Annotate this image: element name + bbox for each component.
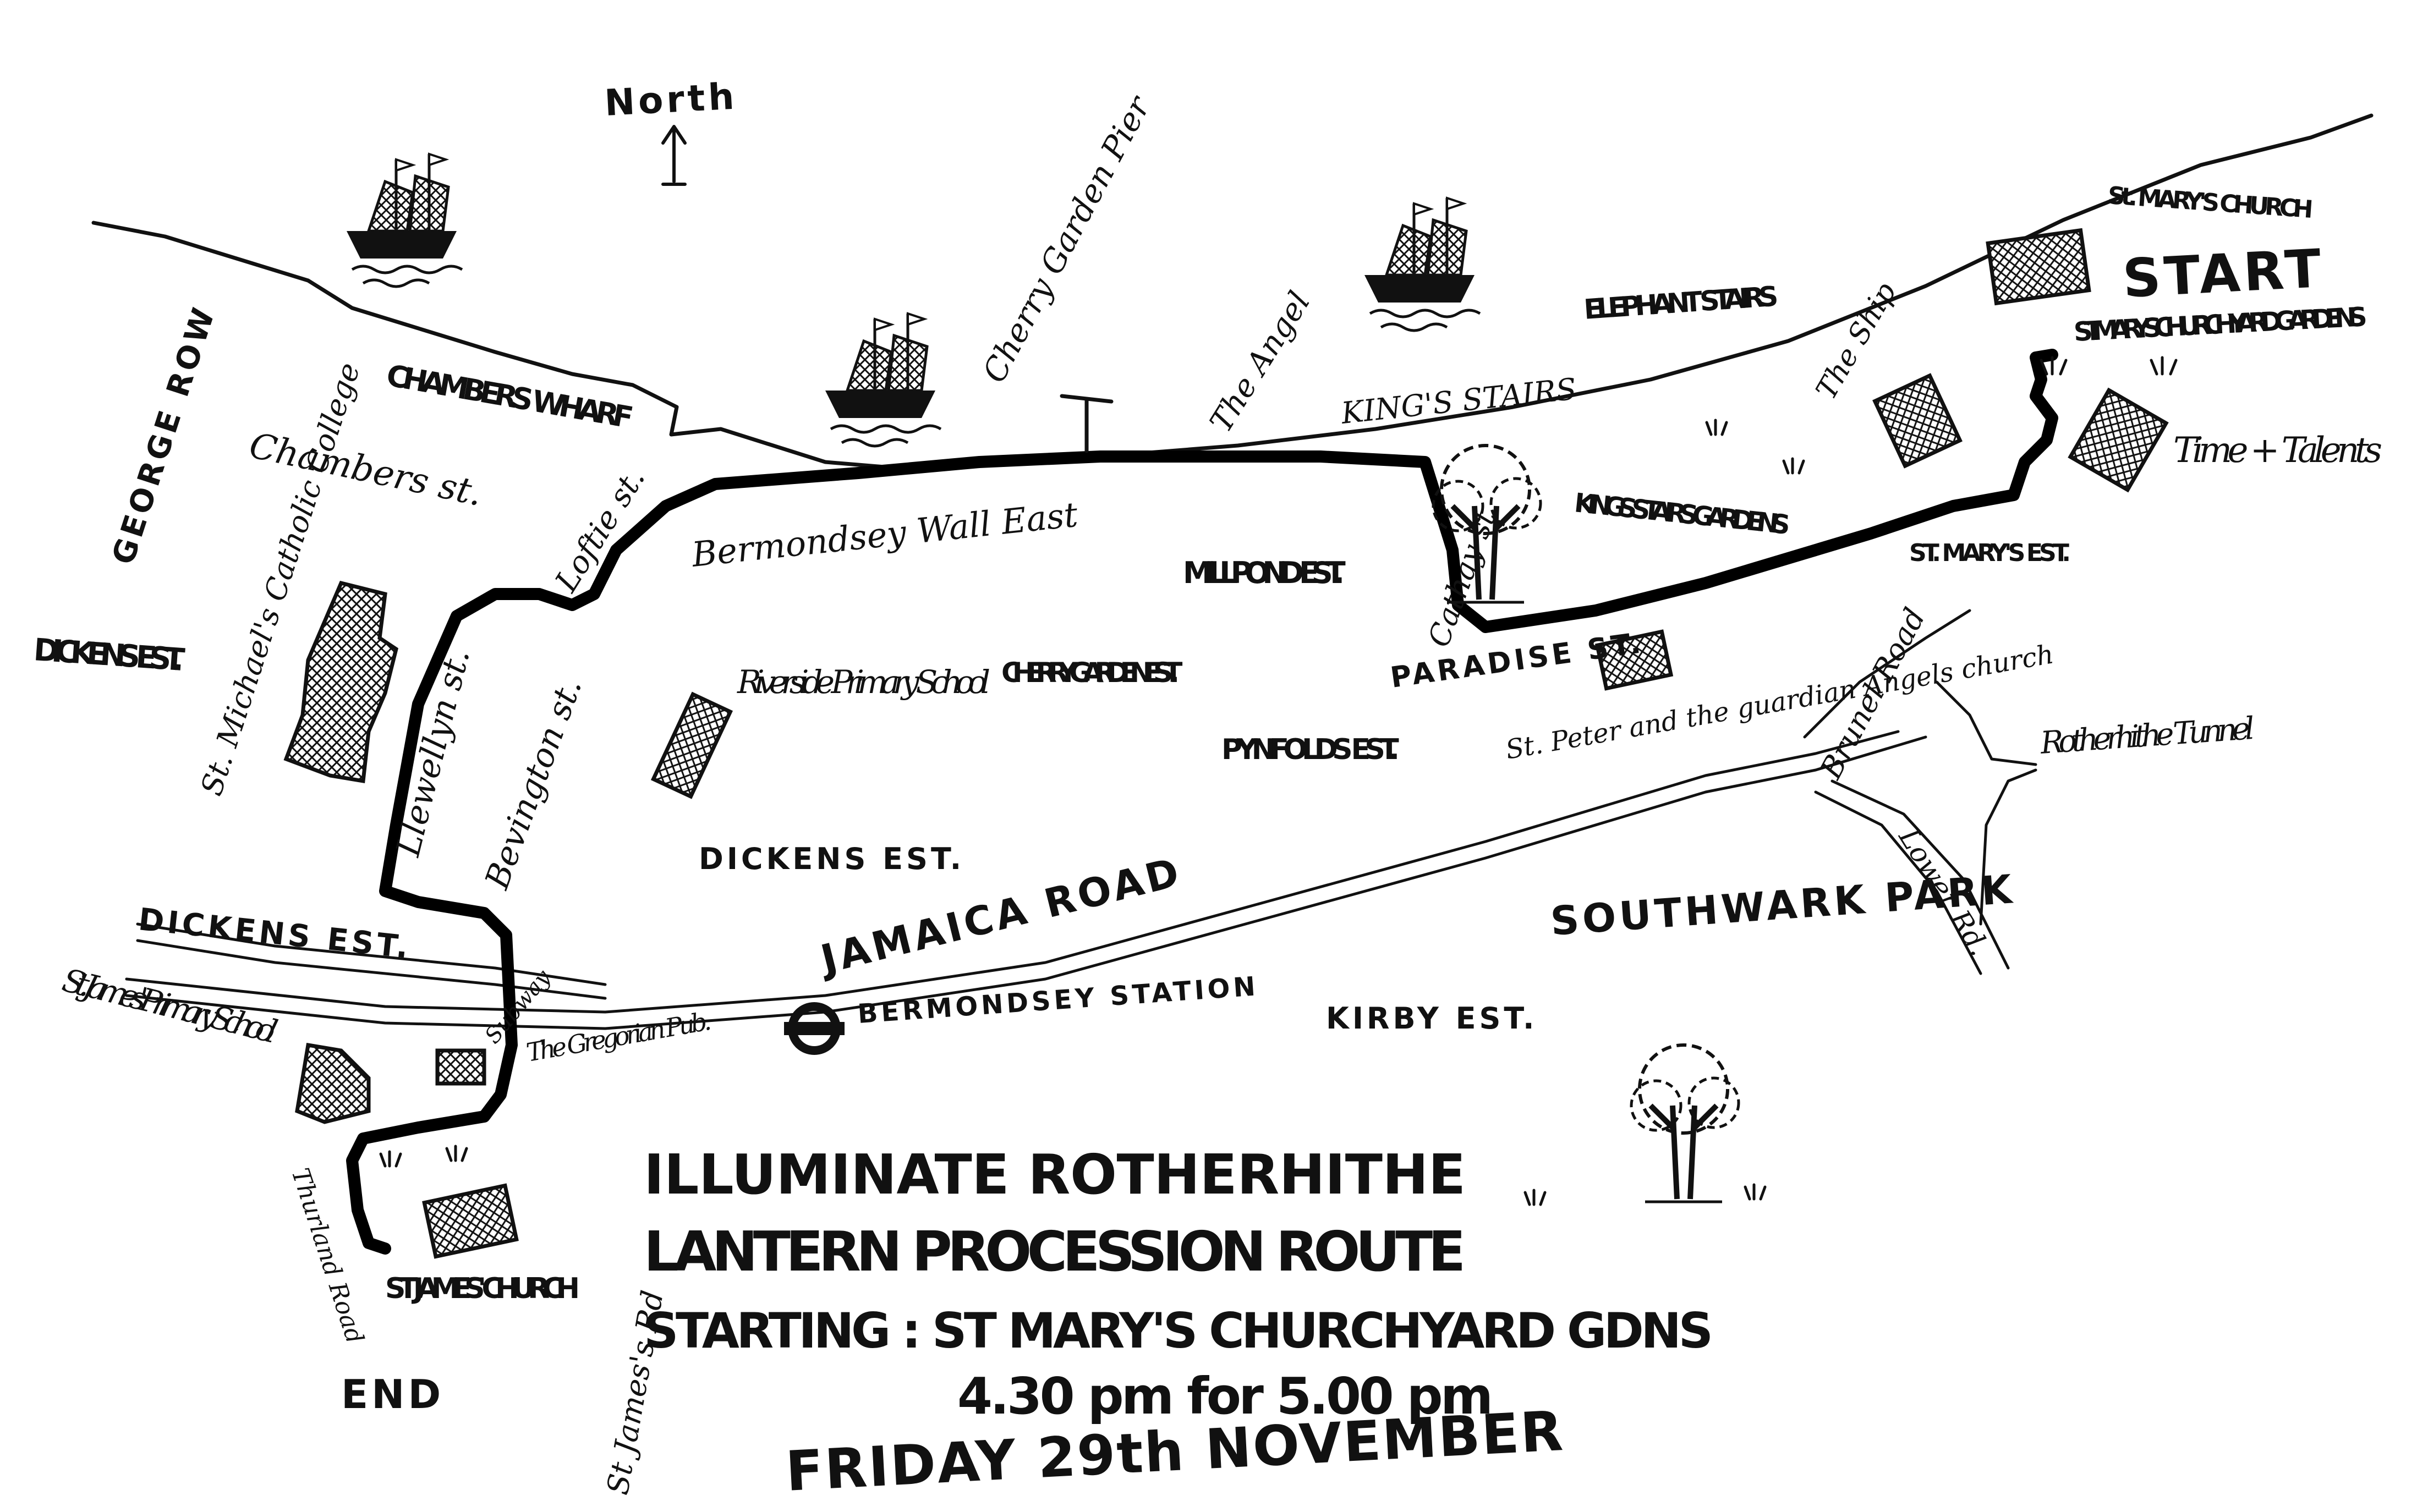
event-time: 4.30 pm for 5.00 pm — [957, 1367, 1497, 1426]
st-james-primary-label: St. James' Primary School — [59, 961, 282, 1051]
riverside-primary-building — [650, 691, 733, 799]
time-talents-label: Time + Talents — [2173, 430, 2382, 471]
compass-label: North — [604, 75, 738, 124]
route-start-label: START — [2121, 238, 2326, 310]
dickens-est-centre-label: DICKENS EST. — [699, 842, 964, 876]
bevington-st-label: Bevington st. — [478, 673, 590, 894]
st-peter-church-building — [1594, 629, 1674, 691]
lower-road-line-2 — [1830, 779, 2010, 970]
route-end-label: END — [341, 1371, 444, 1417]
st-marys-churchyard-label: ST. MARY'S CHURCHYARD GARDENS — [2073, 301, 2371, 348]
pier-icon — [1060, 394, 1114, 453]
george-row-label: GEORGE ROW — [105, 301, 223, 569]
procession-route — [346, 349, 2058, 1255]
tree-icon-2 — [1631, 1045, 1739, 1202]
cherry-garden-est-label: CHERRY GARDEN EST. — [1001, 657, 1183, 689]
ship-icon-1 — [347, 154, 462, 287]
bermondsey-wall-east-label: Bermondsey Wall East — [689, 494, 1079, 575]
dickens-est-west-label: DICKENS EST. — [32, 632, 189, 678]
southwark-park-label: SOUTHWARK PARK — [1549, 866, 2016, 944]
lower-road-line — [1814, 790, 1982, 975]
llewellyn-st-label: Llewellyn st. — [388, 645, 477, 861]
st-marys-church-label: St. MARY'S CHURCH — [2107, 182, 2317, 224]
st-marys-est-label: ST. MARY'S EST. — [1909, 539, 2074, 567]
dickens-est-road-line-2 — [136, 939, 607, 1000]
ship-icon-2 — [825, 314, 941, 446]
kirby-est-label: KIRBY EST. — [1326, 1001, 1538, 1036]
riverside-primary-label: Riverside Primary School — [737, 663, 990, 701]
bermondsey-station-label: BERMONDSEY STATION — [857, 971, 1259, 1030]
the-angel-label: The Angel — [1203, 285, 1318, 438]
elephant-stairs-label: ELEPHANT STAIRS — [1583, 280, 1783, 326]
event-subtitle: LANTERN PROCESSION ROUTE — [644, 1219, 1469, 1284]
time-talents-building — [2068, 387, 2169, 493]
st-james-primary-building — [295, 1042, 371, 1124]
rotherhithe-tunnel-label: Rotherhithe Tunnel — [2038, 711, 2256, 761]
st-marys-church-building — [1986, 228, 2091, 306]
grass-icon — [379, 356, 2178, 1206]
kings-stairs-gardens-label: KINGS STAIRS GARDENS — [1573, 487, 1795, 541]
tunnel-line — [1935, 680, 2037, 926]
dickens-est-road-line — [136, 922, 607, 986]
gregorian-pub-building — [435, 1048, 486, 1086]
st-james-church-label: ST JAMES' CHURCH — [385, 1272, 583, 1305]
riverbank — [91, 113, 2374, 470]
jamaica-road-line-2 — [125, 735, 1927, 1030]
ship-icon-3 — [1364, 198, 1480, 331]
brunel-road-line — [1803, 609, 1971, 739]
event-title: ILLUMINATE ROTHERHITHE — [644, 1142, 1469, 1207]
cherry-garden-pier-label: Cherry Garden Pier — [975, 89, 1158, 388]
event-starting: STARTING : ST MARY'S CHURCHYARD GDNS — [644, 1302, 1717, 1359]
the-ship-building — [1872, 373, 1963, 469]
millpond-est-label: MILLPOND EST. — [1183, 556, 1348, 590]
the-ship-label: The Ship — [1810, 277, 1903, 405]
north-arrow-icon — [661, 125, 687, 186]
underground-icon — [784, 1002, 845, 1055]
dickens-est-road-label: DICKENS EST. — [137, 901, 413, 966]
chambers-st-label: Chambers st. — [246, 425, 486, 514]
chambers-wharf-label: CHAMBERS WHARF — [384, 358, 639, 436]
st-michaels-building — [283, 580, 398, 784]
pynfolds-est-label: PYNFOLDS EST. — [1221, 733, 1403, 766]
jamaica-road-line — [125, 730, 1900, 1014]
gregorian-pub-label: The Gregorian Pub. — [524, 1006, 714, 1068]
kings-stairs-label: KING'S STAIRS — [1339, 371, 1578, 431]
st-james-church-building — [422, 1183, 519, 1259]
